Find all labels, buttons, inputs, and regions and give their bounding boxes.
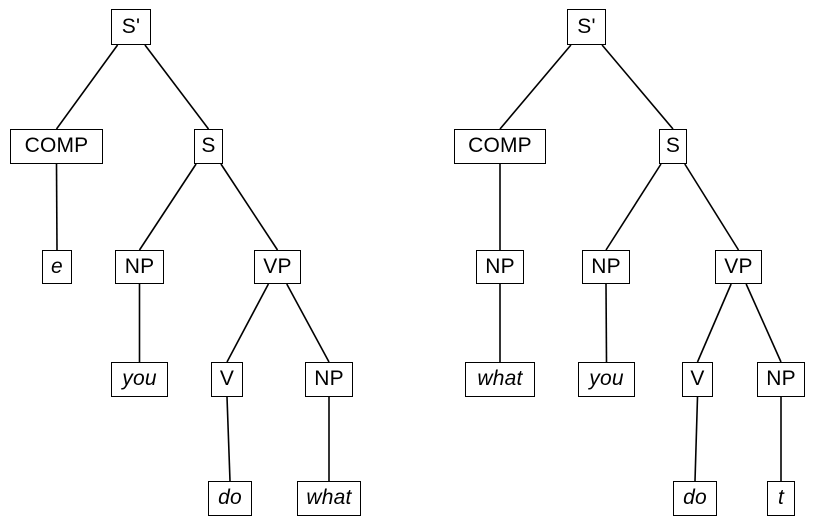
tree-node-vp: VP — [254, 250, 301, 284]
tree-edge — [55, 44, 119, 130]
tree-node-sbar: S' — [567, 9, 606, 45]
tree-node-label: e — [51, 254, 63, 278]
tree-node-vp: VP — [715, 250, 762, 284]
tree-node-comp: COMP — [10, 129, 103, 164]
tree-node-what: what — [465, 362, 535, 397]
tree-node-label: VP — [263, 254, 292, 278]
tree-node-s: S — [659, 129, 687, 164]
tree-edge — [605, 163, 662, 251]
tree-node-label: do — [218, 486, 242, 509]
tree-node-label: S — [201, 134, 216, 157]
tree-node-label: NP — [766, 367, 796, 390]
tree-node-what: what — [297, 481, 361, 516]
tree-edge — [144, 44, 210, 130]
tree-node-label: NP — [124, 254, 155, 278]
tree-edge — [499, 44, 572, 130]
tree-edge — [286, 283, 330, 363]
tree-node-t: t — [767, 481, 795, 516]
tree-node-label: S — [665, 134, 681, 157]
tree-node-np: NP — [115, 250, 164, 284]
tree-node-label: VP — [724, 254, 753, 278]
tree-node-label: you — [122, 367, 157, 390]
tree-edge — [745, 283, 782, 363]
tree-node-label: COMP — [24, 134, 89, 157]
tree-node-comp: COMP — [454, 129, 546, 164]
tree-edge — [601, 44, 674, 130]
tree-node-np: NP — [305, 362, 353, 397]
tree-node-do: do — [208, 481, 252, 516]
tree-node-you: you — [578, 362, 635, 397]
tree-node-v: V — [682, 362, 713, 397]
tree-node-you: you — [111, 362, 168, 397]
tree-node-sbar: S' — [111, 9, 151, 45]
tree-edge — [138, 163, 197, 251]
tree-node-np: NP — [757, 362, 805, 397]
tree-node-np: NP — [476, 250, 524, 284]
tree-edge — [55, 163, 58, 251]
tree-edge — [220, 163, 279, 251]
tree-edge — [696, 283, 732, 363]
tree-node-np: NP — [582, 250, 630, 284]
tree-node-label: you — [589, 367, 624, 390]
tree-node-label: S' — [121, 14, 141, 38]
tree-node-label: NP — [485, 254, 515, 278]
tree-node-label: do — [683, 486, 707, 509]
tree-node-label: NP — [591, 254, 621, 278]
tree-node-label: V — [219, 367, 235, 390]
tree-node-label: NP — [314, 367, 344, 390]
tree-node-label: S' — [577, 14, 596, 38]
tree-node-label: what — [477, 367, 523, 390]
tree-edge — [684, 163, 740, 251]
tree-node-label: t — [777, 486, 785, 509]
tree-node-do: do — [673, 481, 717, 516]
tree-edge — [694, 396, 699, 482]
tree-node-label: V — [690, 367, 705, 390]
tree-node-label: what — [306, 486, 352, 509]
tree-node-e: e — [42, 250, 72, 284]
tree-edge — [226, 396, 231, 482]
tree-edge — [605, 283, 608, 363]
tree-node-s: S — [194, 129, 223, 164]
tree-node-v: V — [211, 362, 243, 397]
tree-node-label: COMP — [468, 134, 532, 157]
tree-edge — [226, 283, 270, 363]
